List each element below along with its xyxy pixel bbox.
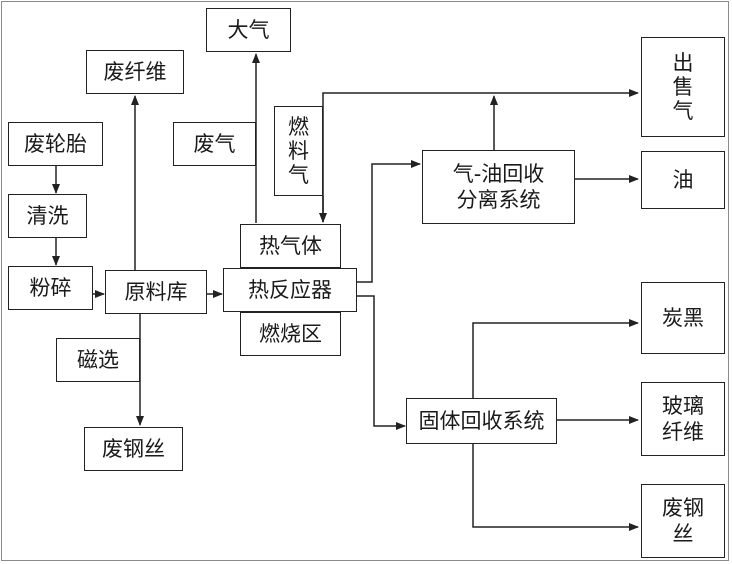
node-waste-fiber: 废纤维 <box>86 50 184 94</box>
node-sold-gas: 出 售 气 <box>641 37 725 137</box>
node-exhaust-gas: 废气 <box>173 122 256 166</box>
node-glass-fiber: 玻璃 纤维 <box>641 382 725 456</box>
node-hot-gas: 热气体 <box>240 224 341 268</box>
node-magnetic-separation: 磁选 <box>56 338 140 382</box>
node-carbon-black: 炭黑 <box>641 282 725 354</box>
node-solid-recovery: 固体回收系统 <box>406 398 557 444</box>
arrow-solid-to-carbon <box>472 319 639 398</box>
arrow-reactor-to-solid <box>357 295 406 430</box>
arrow-reactor-to-separation <box>357 160 421 283</box>
node-fuel-gas: 燃 料 气 <box>274 106 323 196</box>
node-combustion-zone: 燃烧区 <box>240 312 341 356</box>
node-pyrolysis-reactor: 热反应器 <box>223 268 357 312</box>
node-crushing: 粉碎 <box>8 266 93 310</box>
node-gas-oil-separation: 气-油回收 分离系统 <box>422 150 575 224</box>
node-raw-material-storage: 原料库 <box>105 270 207 314</box>
node-oil: 油 <box>641 151 725 209</box>
node-atmosphere: 大气 <box>206 8 291 52</box>
node-waste-tire: 废轮胎 <box>8 122 103 166</box>
node-waste-steel-wire-left: 废钢丝 <box>84 427 183 471</box>
arrow-solid-to-steel-right <box>472 443 639 531</box>
arrow-to-sold-gas <box>322 89 639 222</box>
node-cleaning: 清洗 <box>8 194 87 238</box>
node-waste-steel-wire-right: 废钢 丝 <box>641 484 725 558</box>
